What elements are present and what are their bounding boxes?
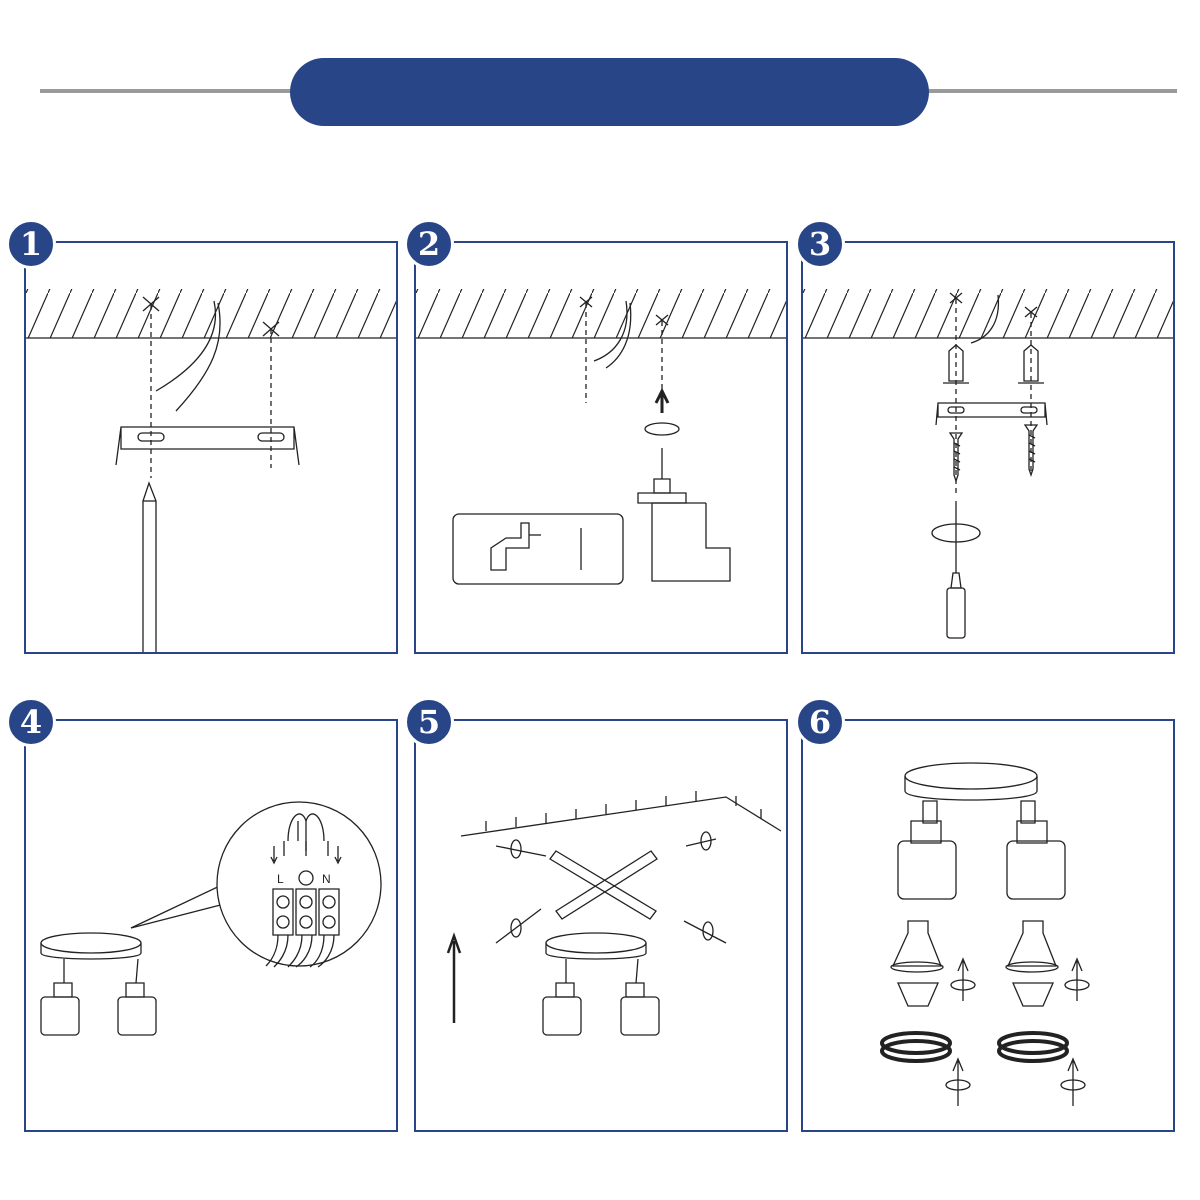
- screw-icon: [1025, 425, 1037, 475]
- wall-plug-icon: [943, 345, 969, 383]
- wires: [156, 301, 220, 411]
- rotate-arrow-icon: [1061, 1059, 1085, 1106]
- wall-plug-icon: [1018, 345, 1044, 383]
- x-mark-icon: [580, 297, 592, 307]
- header-rule-right: [920, 89, 1177, 93]
- cross-bracket: [550, 851, 657, 919]
- live-label: L: [277, 872, 284, 886]
- x-mark-icon: [950, 293, 962, 303]
- rotation-icon: [645, 423, 679, 435]
- drill-icon: [638, 448, 730, 581]
- spotlight-fixture: [543, 933, 659, 1035]
- mounting-bracket: [936, 403, 1047, 425]
- wiring-illustration: L N: [26, 721, 396, 1130]
- drill-small-icon: [491, 523, 541, 570]
- mark-hole-illustration: [26, 289, 396, 652]
- screw-icon: [686, 832, 716, 850]
- spotlight-fixture: [898, 763, 1065, 899]
- bulb-install-illustration: [803, 721, 1173, 1130]
- arrow-up-icon: [448, 936, 460, 1023]
- step-1-panel: 1: [6, 219, 398, 654]
- step-number-badge: 1: [6, 219, 56, 269]
- earth-symbol-icon: [299, 871, 313, 885]
- x-mark-icon: [143, 297, 159, 311]
- ceiling-perspective: [461, 797, 781, 836]
- step-3-panel: 3: [795, 219, 1175, 654]
- step-5-panel: 5: [404, 697, 788, 1132]
- screw-icon: [950, 433, 962, 481]
- rotate-arrow-icon: [1065, 959, 1089, 1001]
- rotate-arrow-icon: [951, 959, 975, 1001]
- bulb-holder-icon: [1013, 983, 1053, 1006]
- callout-line: [131, 883, 226, 928]
- step-4-panel: L N 4: [6, 697, 398, 1132]
- arrow-down-icon: [335, 846, 341, 863]
- step-number-badge: 2: [404, 219, 454, 269]
- step-6-panel: 6: [795, 697, 1175, 1132]
- fix-bracket-illustration: [803, 289, 1173, 652]
- ceiling-hatch: [26, 289, 396, 338]
- retaining-ring-icon: [882, 1033, 950, 1061]
- rotate-arrow-icon: [946, 1059, 970, 1106]
- step-number-badge: 4: [6, 697, 56, 747]
- wires: [284, 814, 328, 856]
- gu10-bulb-icon: [891, 921, 943, 972]
- header-banner: [290, 58, 929, 126]
- header-rule-left: [40, 89, 300, 93]
- terminal-block: [273, 889, 339, 935]
- arrow-down-icon: [271, 846, 277, 863]
- pencil-icon: [143, 483, 156, 652]
- supply-wires: [266, 935, 334, 967]
- inset-box: [453, 514, 623, 584]
- wiring-detail-circle: [217, 802, 381, 966]
- step-number-badge: 6: [795, 697, 845, 747]
- gu10-bulb-icon: [1006, 921, 1058, 972]
- step-2-panel: 2: [404, 219, 788, 654]
- screw-icon: [684, 921, 726, 943]
- screw-icon: [496, 840, 546, 858]
- wires: [594, 301, 631, 368]
- step-number-badge: 5: [404, 697, 454, 747]
- neutral-label: N: [322, 872, 331, 886]
- x-mark-icon: [656, 315, 668, 325]
- screw-icon: [496, 909, 541, 943]
- screwdriver-icon: [947, 501, 965, 638]
- mounting-bracket: [116, 427, 299, 465]
- mount-fixture-illustration: [416, 721, 786, 1130]
- step-number-badge: 3: [795, 219, 845, 269]
- spotlight-fixture: [41, 933, 156, 1035]
- retaining-ring-icon: [999, 1033, 1067, 1061]
- arrow-up-icon: [656, 391, 668, 413]
- drill-hole-illustration: [416, 289, 786, 652]
- x-mark-icon: [1025, 307, 1037, 317]
- bulb-holder-icon: [898, 983, 938, 1006]
